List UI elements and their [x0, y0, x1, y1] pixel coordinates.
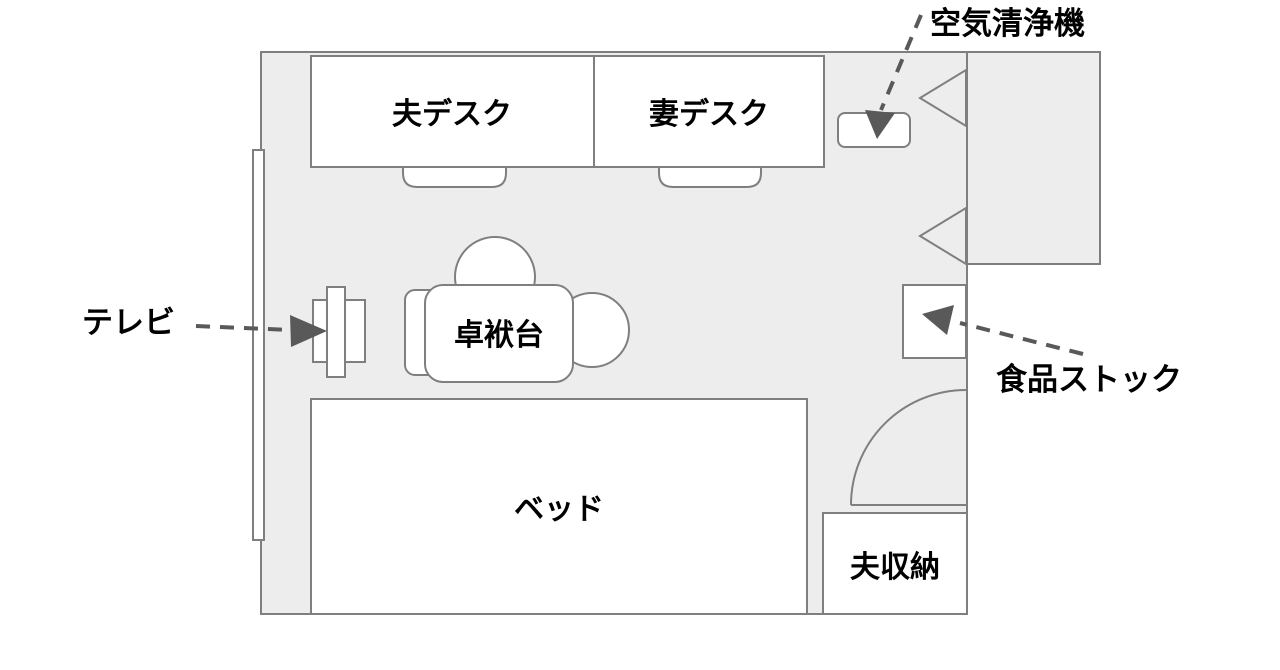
- wife-chair: [658, 166, 762, 188]
- bed-label: ベッド: [514, 493, 604, 526]
- husband-desk-label: 夫デスク: [392, 97, 512, 131]
- low-table-label: 卓袱台: [454, 318, 544, 352]
- sliding-door-triangle-bottom: [918, 206, 967, 266]
- food-stock-callout-label: 食品ストック: [996, 362, 1182, 397]
- door-swing-arc: [850, 389, 967, 506]
- husband-chair: [402, 166, 507, 188]
- balcony-area: [965, 51, 1101, 265]
- husband-storage: [822, 512, 968, 615]
- air-purifier-leader-line: [879, 14, 923, 111]
- low-table: [424, 284, 574, 383]
- husband-desk: [310, 55, 595, 168]
- sliding-door-triangle-top: [918, 68, 967, 128]
- husband-storage-label: 夫収納: [850, 551, 940, 584]
- bed: [310, 398, 808, 615]
- wife-desk-label: 妻デスク: [649, 97, 769, 131]
- left-window-strip: [252, 149, 265, 541]
- air-purifier-callout-label: 空気清浄機: [930, 6, 1085, 41]
- television-callout-label: テレビ: [82, 305, 175, 340]
- television-leader-line: [195, 324, 293, 332]
- tv-screen: [326, 286, 346, 378]
- food-stock-leader-line: [959, 321, 1084, 356]
- air-purifier-arrowhead: [865, 110, 895, 139]
- food-stock-arrowhead: [922, 305, 954, 335]
- television-arrowhead: [290, 315, 327, 347]
- wife-desk: [593, 55, 825, 168]
